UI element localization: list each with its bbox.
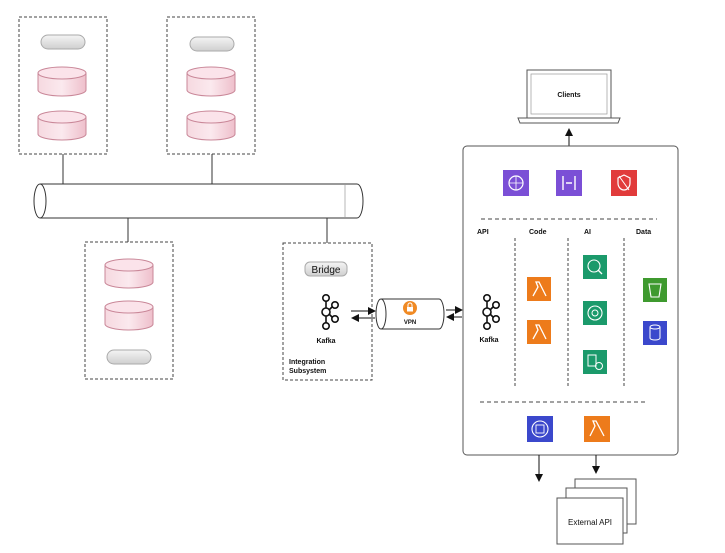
db-cluster-top-left [18,16,108,155]
database-icon [104,300,154,331]
external-api-stack: External API [556,478,637,545]
external-api-label: External API [568,518,612,527]
pill-node [106,349,152,365]
api-gateway-icon [556,170,582,196]
vpn-label: VPN [404,320,416,326]
comprehend-icon [583,255,607,279]
lock-icon [403,301,417,315]
cloudfront-icon [503,170,529,196]
col-ai-header: AI [584,229,591,236]
message-bus [33,183,364,219]
db-cluster-top-middle [166,16,256,155]
s3-bucket-icon [643,278,667,302]
db-cluster-bottom-left [84,241,174,380]
integration-subsystem: Bridge Kafka Integration Subsystem [282,242,373,381]
rekognition-icon [583,301,607,325]
col-data-header: Data [636,229,651,236]
kafka-icon [482,293,500,330]
database-icon [37,110,87,141]
database-icon [37,66,87,97]
integration-label-line2: Subsystem [289,368,326,375]
clients-laptop: Clients [517,69,621,124]
integration-label-line1: Integration [289,359,325,366]
bridge-node: Bridge [304,261,348,277]
database-icon [186,110,236,141]
waf-icon [611,170,637,196]
clients-label: Clients [557,92,580,99]
cloud-container [462,145,679,456]
pill-node [40,34,86,50]
database-icon [104,258,154,289]
col-code-header: Code [529,229,547,236]
lambda-icon [584,416,610,442]
kafka-left-label: Kafka [316,338,335,345]
pill-node [189,36,235,52]
lambda-icon [527,277,551,301]
col-api-header: API [477,229,489,236]
step-functions-icon [527,416,553,442]
textract-icon [583,350,607,374]
kafka-icon [321,293,339,330]
dynamodb-icon [643,321,667,345]
vpn-tunnel: VPN [375,298,445,330]
lambda-icon [527,320,551,344]
kafka-right-label: Kafka [479,337,498,344]
bridge-label: Bridge [312,265,341,276]
database-icon [186,66,236,97]
